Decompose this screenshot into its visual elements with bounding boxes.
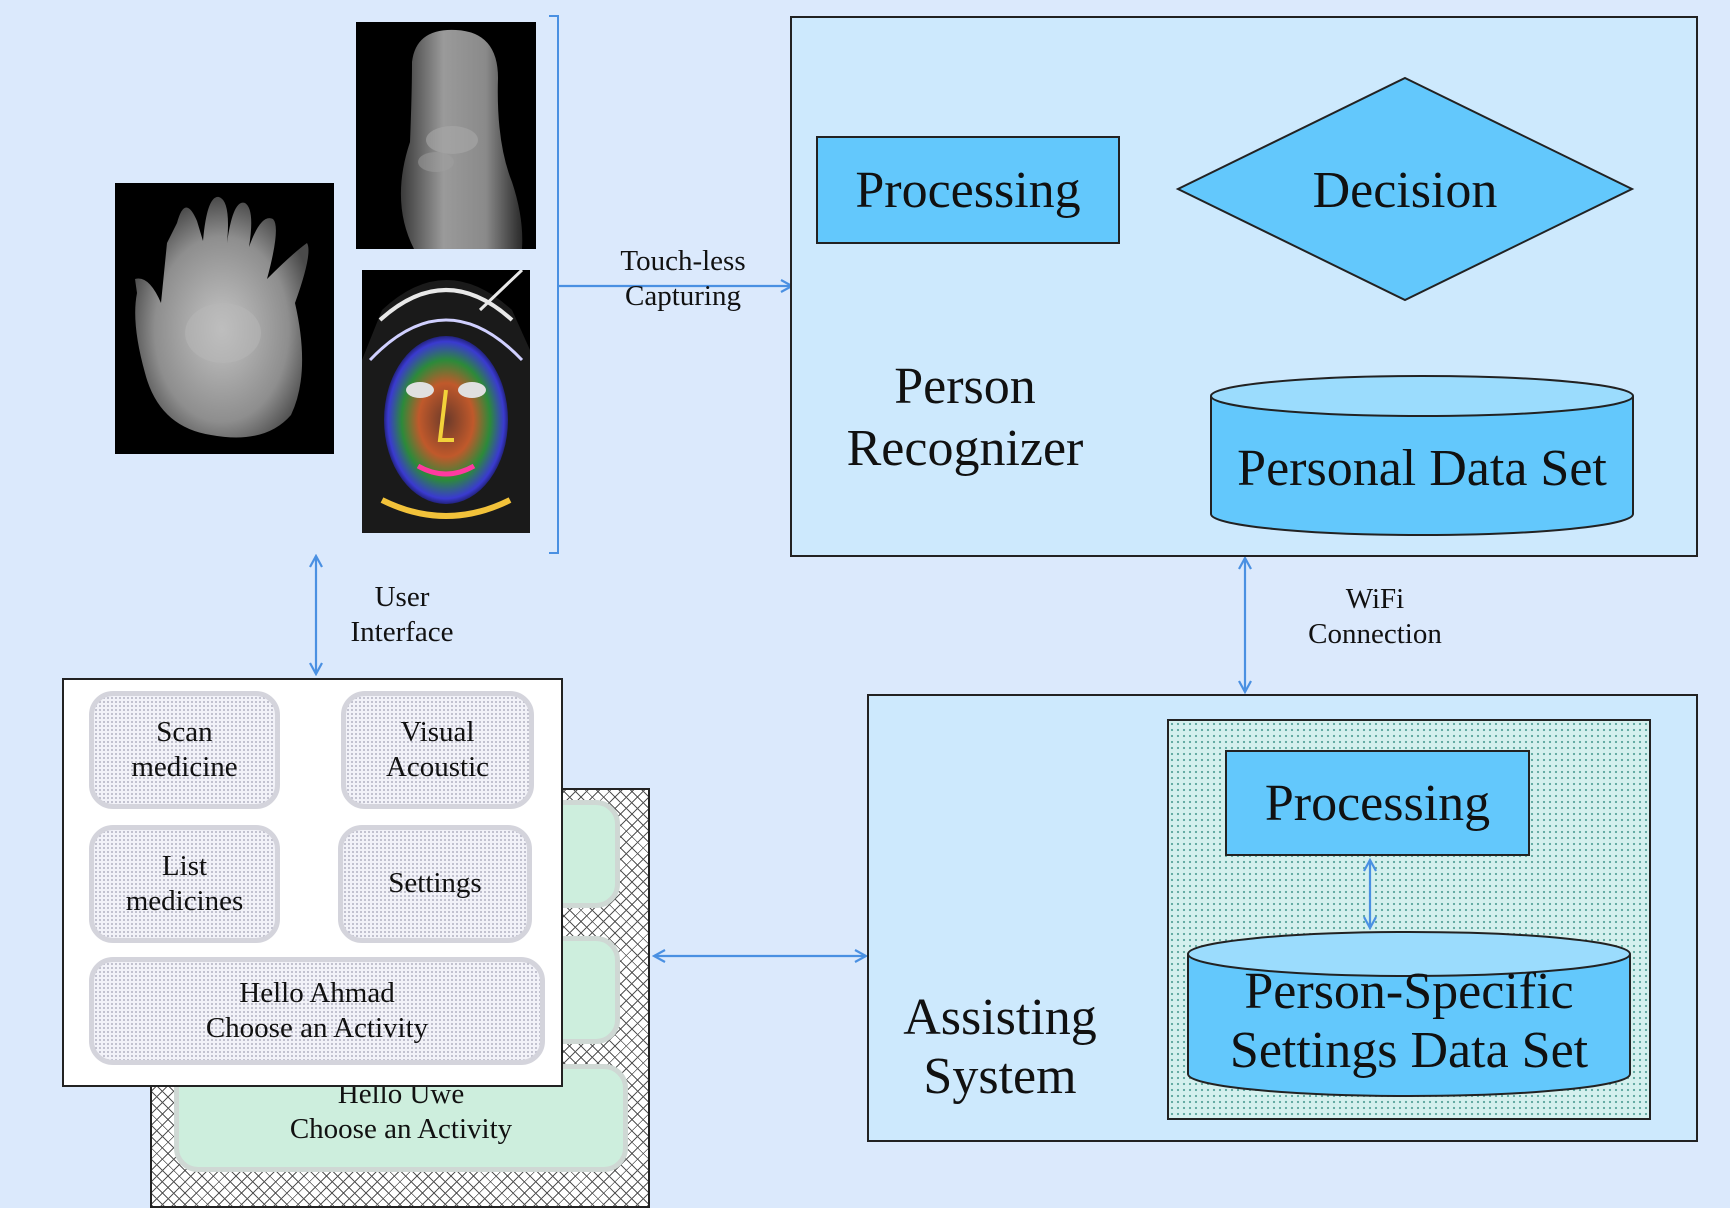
- scan-medicine-button[interactable]: Scan medicine: [89, 691, 280, 809]
- greeting-banner: Hello Ahmad Choose an Activity: [89, 957, 545, 1065]
- greeting-line2: Choose an Activity: [205, 1012, 429, 1044]
- person-specific-settings-cylinder: [1187, 931, 1631, 1097]
- wifi-label: WiFi Connection: [1270, 582, 1480, 652]
- processing-dataset-arrow: [1355, 856, 1385, 932]
- user-interface-label: User Interface: [322, 580, 482, 650]
- greeting-line1: Hello Ahmad: [239, 976, 395, 1009]
- assisting-processing-box: Processing: [1225, 750, 1530, 856]
- settings-button[interactable]: Settings: [338, 825, 532, 943]
- wifi-label-line1: WiFi: [1345, 583, 1405, 615]
- user-interface-label-line2: Interface: [350, 615, 454, 648]
- capture-label-line1: Touch-less: [620, 245, 746, 277]
- list-medicines-line2: medicines: [125, 885, 244, 917]
- visual-acoustic-line2: Acoustic: [385, 751, 490, 783]
- person-specific-settings-label: Person-Specific Settings Data Set: [1185, 962, 1633, 1081]
- decision-diamond: [1175, 76, 1635, 302]
- phone-screen-front: Scan medicine Visual Acoustic List medic…: [62, 678, 563, 1087]
- face-thermal-image: [362, 270, 530, 533]
- image-bracket: [549, 15, 559, 554]
- visual-acoustic-line1: Visual: [400, 715, 475, 748]
- decision-label: Decision: [1312, 162, 1498, 219]
- back-greeting-line2: Choose an Activity: [289, 1112, 513, 1145]
- person-specific-settings-line2: Settings Data Set: [1229, 1022, 1589, 1080]
- palm-vein-image: [115, 183, 334, 454]
- assisting-system-title: Assisting System: [880, 988, 1120, 1107]
- scan-medicine-line1: Scan: [156, 715, 213, 748]
- capture-label-line2: Capturing: [625, 279, 741, 312]
- list-medicines-line1: List: [161, 849, 208, 882]
- wifi-label-line2: Connection: [1308, 617, 1442, 650]
- assisting-system-title-line1: Assisting: [903, 989, 1097, 1046]
- user-interface-label-line1: User: [374, 581, 430, 613]
- person-recognizer-title: Person Recognizer: [820, 356, 1110, 481]
- settings-label: Settings: [388, 867, 482, 900]
- person-recognizer-title-line1: Person: [894, 358, 1036, 415]
- list-medicines-button[interactable]: List medicines: [89, 825, 280, 943]
- capture-label: Touch-less Capturing: [588, 244, 778, 314]
- recognizer-processing-label: Processing: [855, 161, 1081, 219]
- visual-acoustic-button[interactable]: Visual Acoustic: [341, 691, 534, 809]
- personal-data-set-cylinder: [1210, 375, 1634, 536]
- personal-data-set-label: Personal Data Set: [1237, 440, 1607, 497]
- back-greeting-text: Hello Uwe Choose an Activity: [179, 1077, 623, 1147]
- scan-medicine-line2: medicine: [131, 751, 238, 783]
- finger-vein-image: [356, 22, 536, 249]
- assisting-processing-label: Processing: [1264, 774, 1491, 832]
- person-recognizer-title-line2: Recognizer: [846, 420, 1084, 478]
- person-specific-settings-line1: Person-Specific: [1244, 963, 1574, 1020]
- assisting-system-title-line2: System: [923, 1048, 1077, 1106]
- recognizer-processing-box: Processing: [816, 136, 1120, 244]
